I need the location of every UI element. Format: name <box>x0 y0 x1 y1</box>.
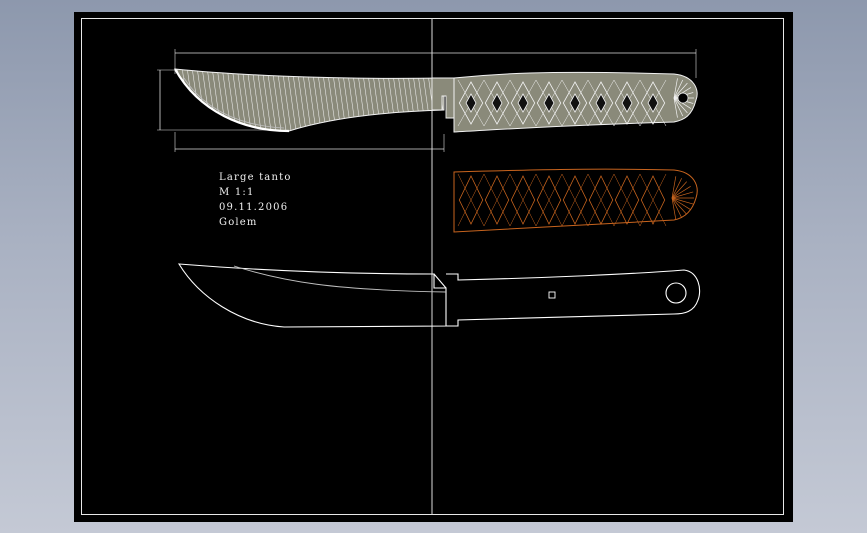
pommel-fan-line <box>673 97 678 118</box>
pin-hole <box>548 291 556 299</box>
wrap-diamond-inner <box>647 93 659 113</box>
wrap-diamond <box>510 175 536 225</box>
pommel-fan-line <box>671 191 694 199</box>
pommel-fan-top <box>673 78 694 118</box>
pommel-fan-line <box>671 176 677 199</box>
wrap-diamond <box>640 175 666 225</box>
wrap-diamond <box>588 175 614 225</box>
lanyard-hole <box>665 282 687 304</box>
pommel-fan-line <box>671 197 687 215</box>
blade-profile <box>177 263 447 328</box>
pommel-fan-line <box>671 186 691 199</box>
pommel-fan-line <box>671 197 691 210</box>
handle-wrap-outline-view <box>453 168 698 233</box>
wrap-diamond-inner <box>569 93 581 113</box>
pommel-fan-line <box>673 97 688 114</box>
wrap-cross <box>509 173 537 227</box>
wrap-diamond <box>536 175 562 225</box>
wrap-cross <box>561 173 589 227</box>
cad-viewport[interactable]: Large tanto M 1:1 09.11.2006 Golem <box>74 12 793 522</box>
knife-profile-view <box>177 263 701 328</box>
blade-hatched <box>174 68 445 132</box>
pommel-fan-line <box>671 197 677 220</box>
wrap-diamond <box>562 175 588 225</box>
wrap-diamond <box>614 175 640 225</box>
wrap-diamond <box>484 81 510 125</box>
title-block: Large tanto M 1:1 09.11.2006 Golem <box>219 170 292 230</box>
knife-drawing <box>157 18 701 515</box>
drawing-date: 09.11.2006 <box>219 202 289 213</box>
wrap-diamond <box>458 81 484 125</box>
wrap-diamond <box>458 175 484 225</box>
wrap-diamond <box>614 81 640 125</box>
wrap-cross <box>613 173 641 227</box>
wrap-cross <box>535 173 563 227</box>
wrap-diamond <box>536 81 562 125</box>
drawing-author: Golem <box>219 217 258 228</box>
pommel-fan-line <box>671 181 687 199</box>
wrap-diamond <box>588 81 614 125</box>
wrap-diamond-inner <box>543 93 555 113</box>
pommel-fan-line <box>673 79 684 99</box>
wrap-diamond-inner <box>491 93 503 113</box>
knife-shaded-view <box>157 49 698 152</box>
wrap-diamond-inner <box>595 93 607 113</box>
wrap-cross <box>457 173 485 227</box>
wrap-diamond <box>484 175 510 225</box>
wrap-diamond <box>510 81 536 125</box>
pommel-fan-line <box>671 197 682 218</box>
pommel-fan-line <box>671 178 682 199</box>
wrap-diamond-inner <box>621 93 633 113</box>
wrap-cross <box>639 173 667 227</box>
wrap-diamond <box>562 81 588 125</box>
pommel-fan-line <box>673 82 688 99</box>
wrap-diamond <box>640 81 666 125</box>
wrap-cross <box>587 173 615 227</box>
wrap-diamond-inner <box>465 93 477 113</box>
wrap-diamond-inner <box>517 93 529 113</box>
tang-profile <box>446 269 701 327</box>
drawing-name: Large tanto <box>219 172 292 183</box>
wrap-cross <box>483 173 511 227</box>
drawing-scale: M 1:1 <box>219 187 255 198</box>
pommel-fan-line <box>673 78 678 99</box>
pommel-fan-line <box>673 97 684 117</box>
pommel-fan-line <box>671 197 694 205</box>
